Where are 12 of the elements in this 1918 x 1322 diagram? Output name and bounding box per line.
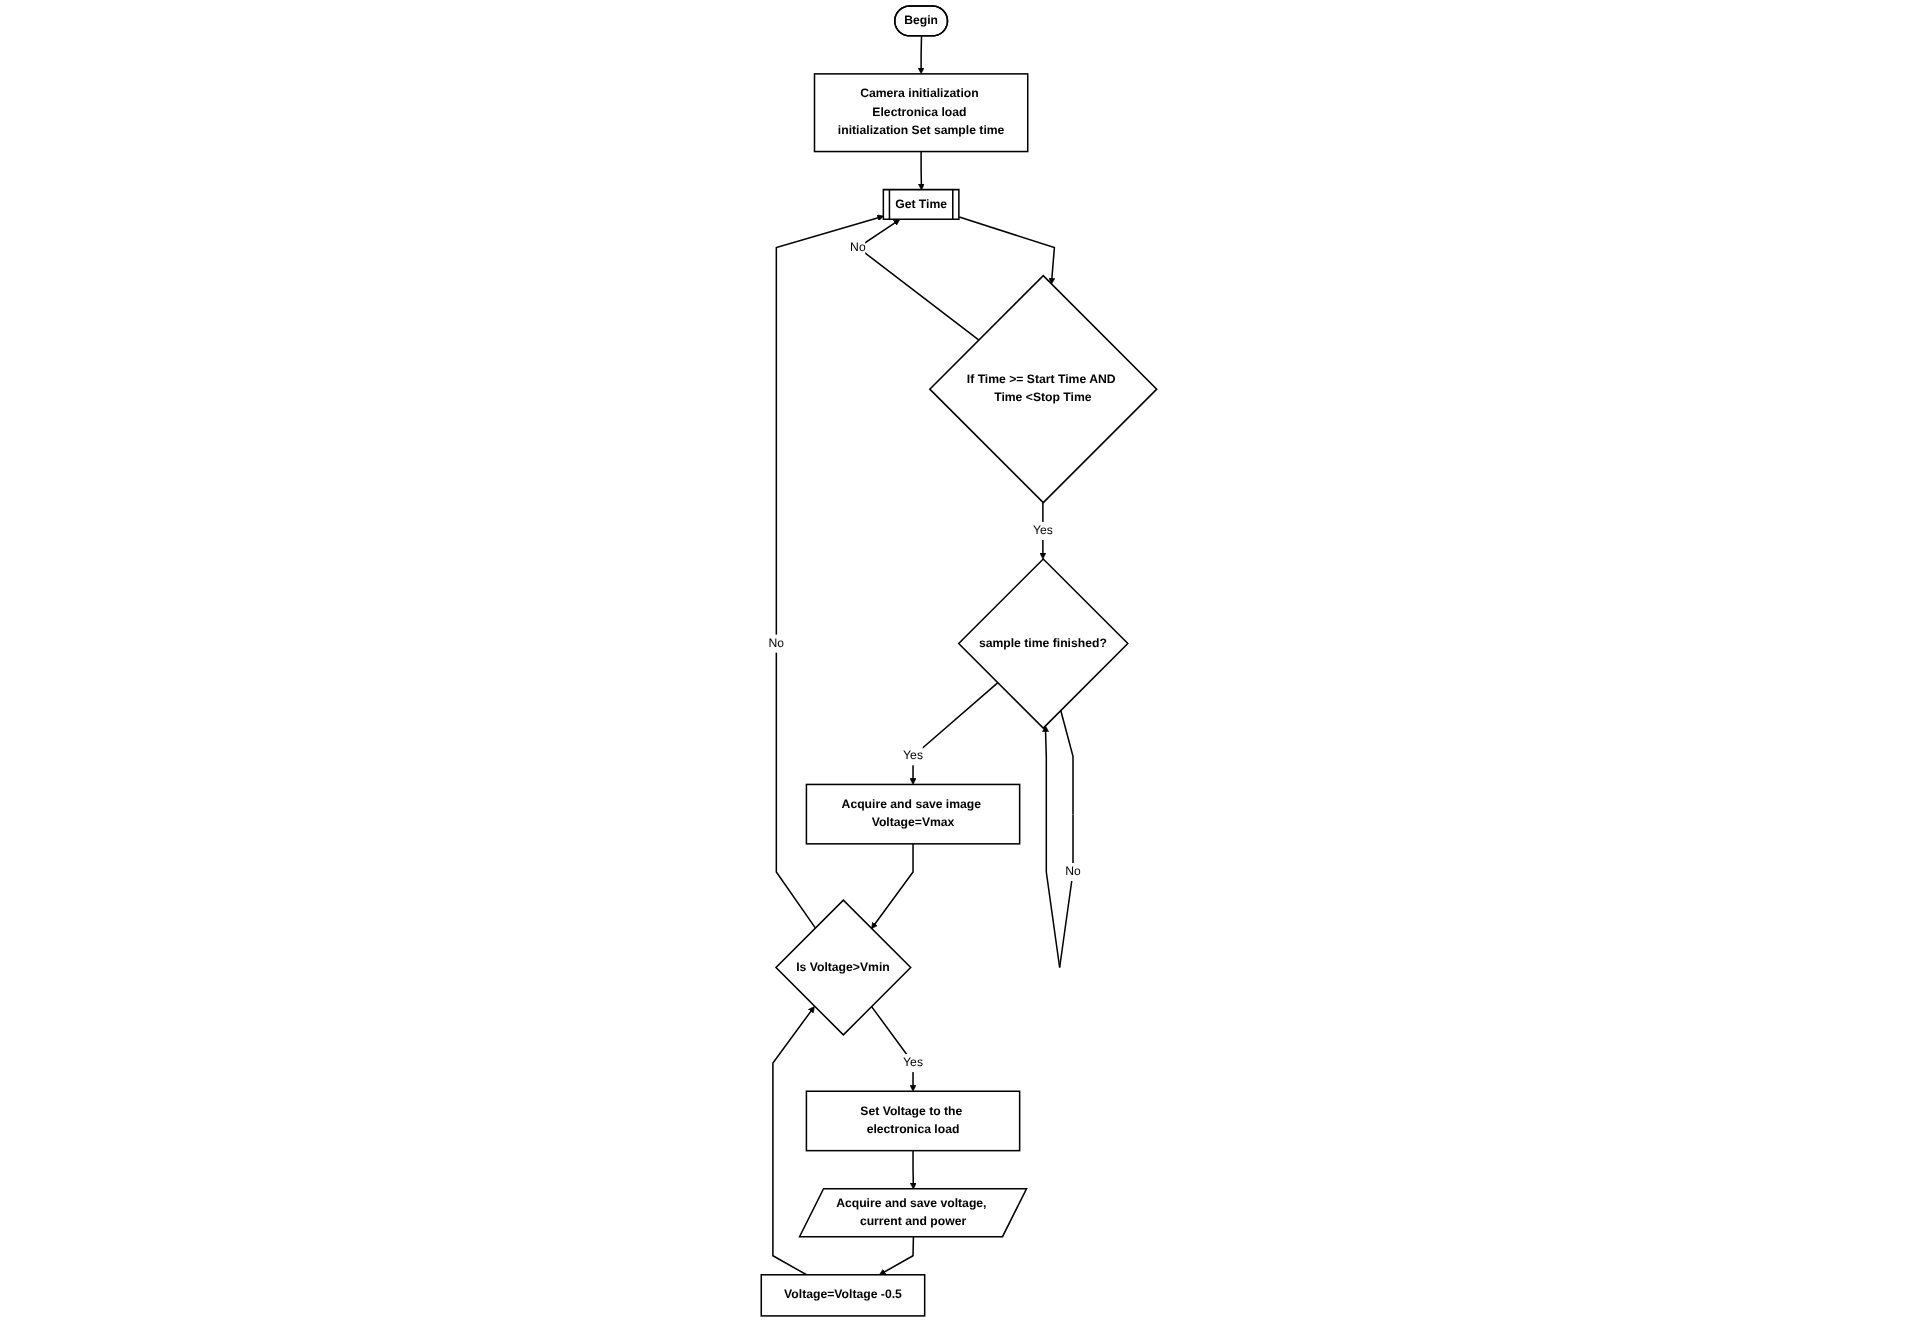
arrow [871, 843, 914, 929]
arrow [909, 1149, 917, 1190]
arrow [772, 1006, 815, 1276]
arrow [870, 1005, 917, 1092]
arrow [1042, 709, 1074, 969]
arrow [909, 682, 999, 785]
arrow [917, 35, 925, 75]
arrow [1039, 501, 1047, 560]
arrow [918, 150, 925, 191]
arrow [775, 214, 885, 929]
arrow [958, 216, 1056, 285]
arrow [879, 1236, 915, 1276]
